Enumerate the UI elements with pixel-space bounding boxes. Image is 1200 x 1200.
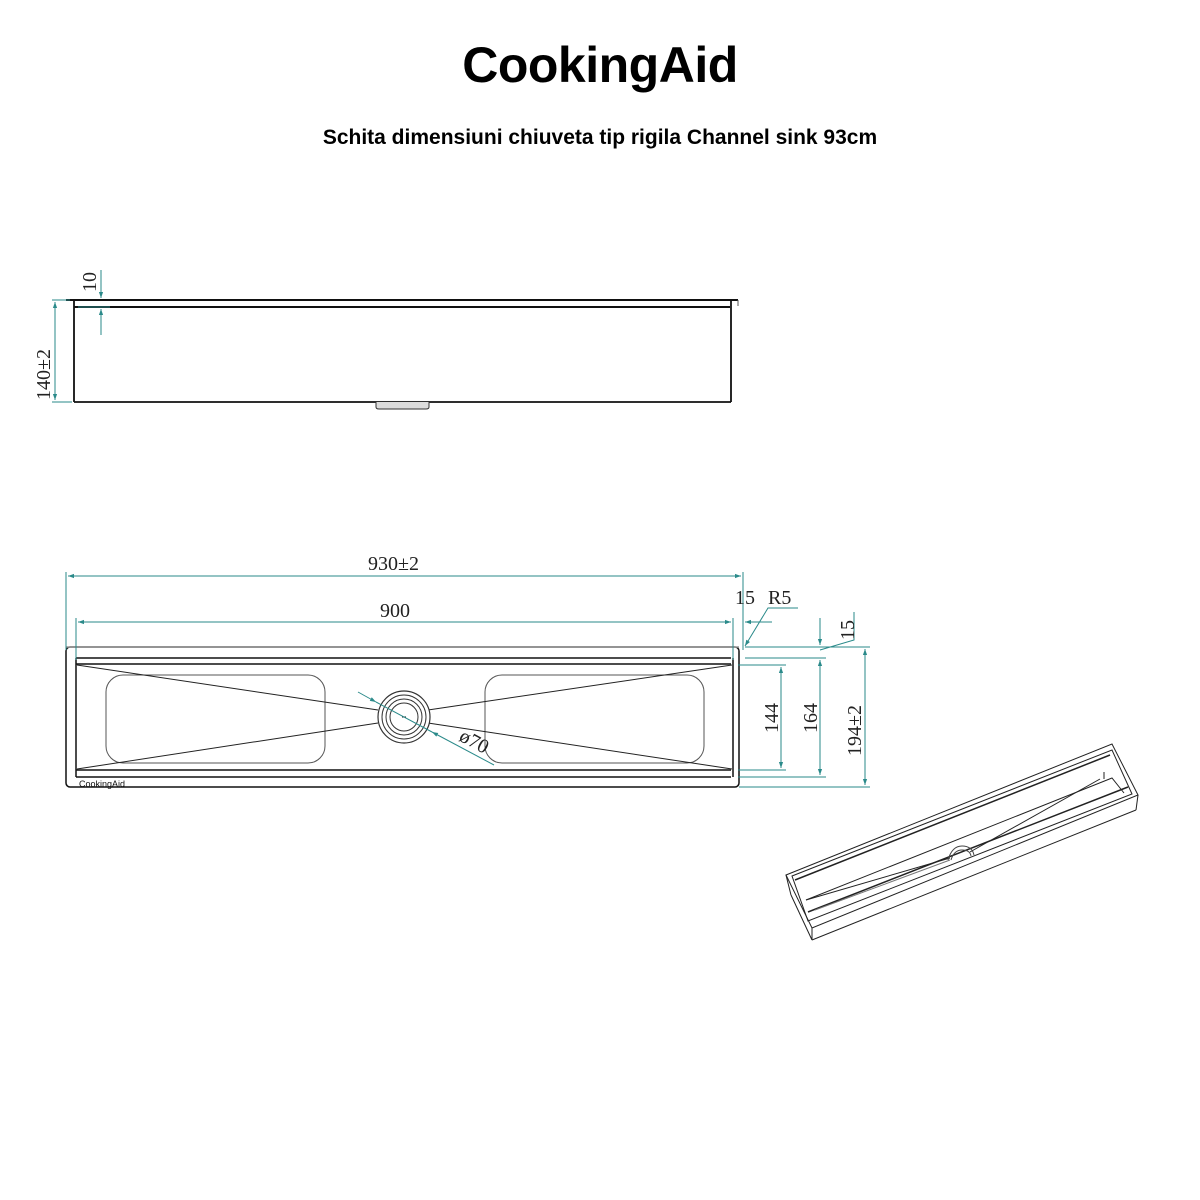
isometric-view: [785, 743, 1139, 941]
side-view: 140±2 10: [33, 270, 739, 410]
top-dimensions: 930±2 900 15 R5 15 144: [65, 553, 870, 788]
inner-length-label: 900: [380, 600, 410, 622]
side-dimensions: 140±2 10: [33, 270, 110, 403]
inner-width-label: 164: [800, 703, 822, 733]
corner-radius-label: R5: [768, 587, 791, 609]
height-dimension-label: 140±2: [33, 349, 55, 400]
rim-side-label: 15: [837, 620, 859, 640]
top-view: CookingAid 930±2 900 15 R5 15: [65, 553, 870, 789]
drawing-subtitle: Schita dimensiuni chiuveta tip rigila Ch…: [322, 126, 878, 149]
overall-width-label: 194±2: [844, 705, 866, 756]
bowl-width-label: 144: [761, 703, 783, 733]
rim-dimension-label: 10: [79, 272, 101, 292]
overall-length-label: 930±2: [368, 553, 419, 575]
rim-width-label: 15: [735, 587, 755, 609]
brand-title: CookingAid: [462, 37, 738, 93]
logo-label: CookingAid: [79, 779, 125, 789]
